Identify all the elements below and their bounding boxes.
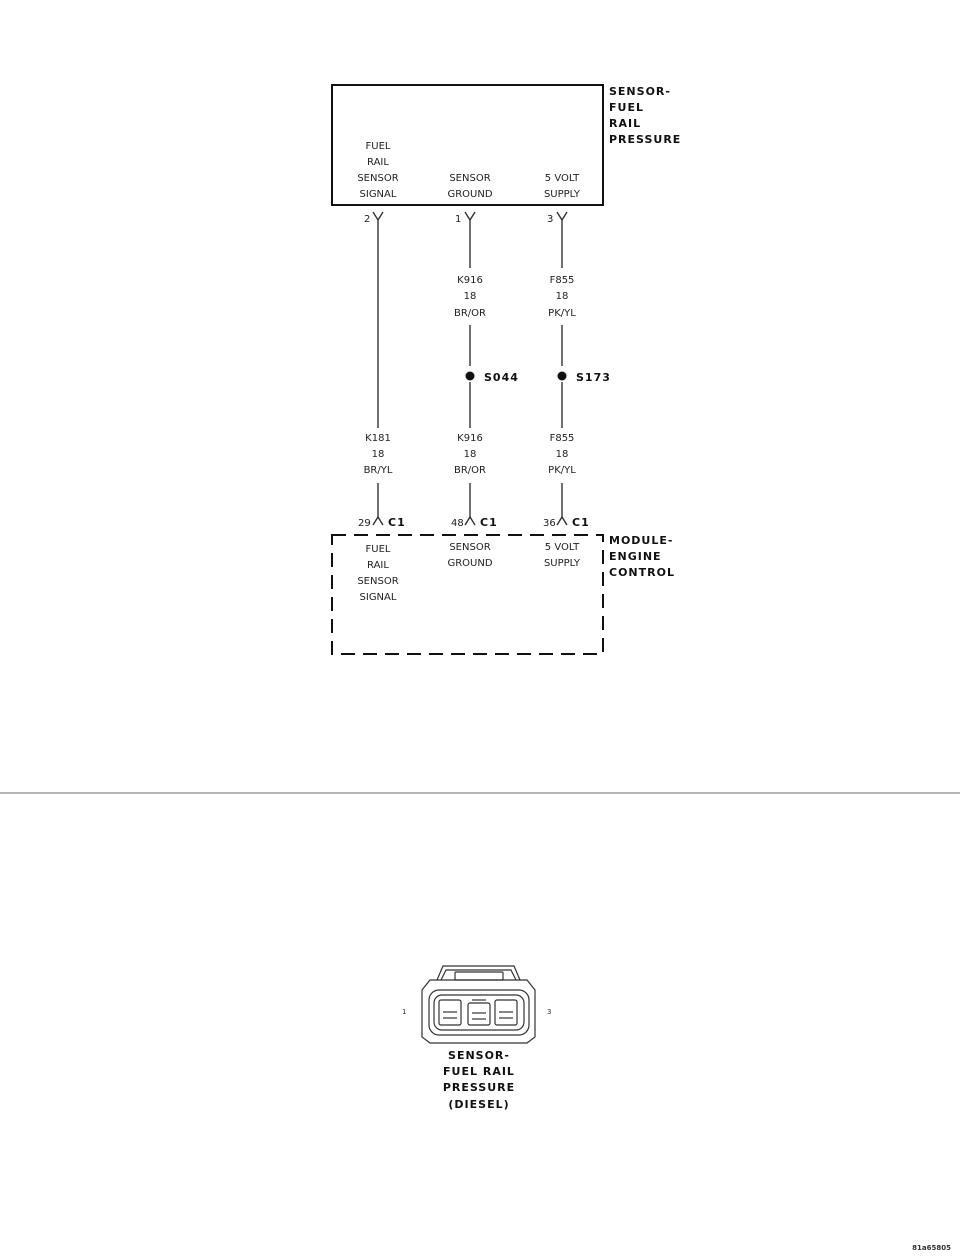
splice-label: S044 [484,371,519,384]
module-pin-label: SUPPLY [544,558,581,569]
splice-dot [465,371,475,381]
wire-label: F855 [550,275,575,286]
connector-face-icon [421,965,536,1044]
connector-caption-line: (DIESEL) [448,1098,509,1111]
sensor-box [331,84,604,206]
module-pin-labels: FUEL RAIL SENSOR SIGNAL SENSOR GROUND 5 … [357,542,581,603]
sensor-pin-label: RAIL [367,157,389,168]
connector-label: C1 [388,516,406,529]
sensor-pin-number: 2 [364,214,370,225]
wire-label: K916 [457,433,483,444]
sensor-title-line: RAIL [609,117,641,130]
sensor-pin-label: 5 VOLT [545,173,580,184]
module-pin-label: RAIL [367,560,389,571]
module-box [331,534,604,655]
connector-caption-line: FUEL RAIL [443,1065,515,1078]
wire-label: K181 [365,433,391,444]
wire-label: 18 [372,449,385,460]
splice-label: S173 [576,371,611,384]
connector-pin-number: 1 [402,1008,406,1016]
module-pin-label: SENSOR [357,576,398,587]
wire-label: 18 [556,449,569,460]
module-pin-number: 48 [451,518,464,529]
lower-wire-labels: K181 18 BR/YL K916 18 BR/OR F855 18 PK/Y… [364,433,577,476]
sensor-pin-labels: FUEL RAIL SENSOR SIGNAL SENSOR GROUND 5 … [357,141,581,200]
connector-label: C1 [572,516,590,529]
connector-pin-number: 3 [547,1008,551,1016]
wire-label: 18 [464,291,477,302]
module-title-line: MODULE- [609,534,673,547]
wire-label: BR/OR [454,465,486,476]
module-pin-label: SIGNAL [360,592,397,603]
terminal-symbol [556,515,568,526]
sensor-title-line: PRESSURE [609,133,681,146]
module-title-line: ENGINE [609,550,662,563]
sensor-pin-label: SENSOR [357,173,398,184]
wire-label: F855 [550,433,575,444]
terminal-symbol [372,211,384,222]
module-pin-number: 29 [358,518,371,529]
module-title-line: CONTROL [609,566,675,579]
sensor-title: SENSOR- FUEL RAIL PRESSURE [609,85,681,146]
connector-caption: SENSOR- FUEL RAIL PRESSURE (DIESEL) [443,1049,515,1111]
connector-caption-line: SENSOR- [448,1049,510,1062]
sensor-pin-label: SIGNAL [360,189,397,200]
sensor-pin-label: SUPPLY [544,189,581,200]
wire-label: 18 [556,291,569,302]
terminal-symbol [464,211,476,222]
module-pin-number: 36 [543,518,556,529]
sensor-pin-label: GROUND [447,189,492,200]
sensor-pin-label: SENSOR [449,173,490,184]
sensor-title-line: SENSOR- [609,85,671,98]
figure-id: 81a65805 [912,1244,951,1252]
connector-label: C1 [480,516,498,529]
terminal-symbol [372,515,384,526]
splice-dot [557,371,567,381]
module-pin-label: SENSOR [449,542,490,553]
module-pin-label: 5 VOLT [545,542,580,553]
wire-label: K916 [457,275,483,286]
wire-label: PK/YL [548,308,576,319]
wire-label: PK/YL [548,465,576,476]
wire-label: BR/OR [454,308,486,319]
upper-wire-labels: K916 18 BR/OR F855 18 PK/YL [454,275,576,319]
terminal-symbol [464,515,476,526]
module-title: MODULE- ENGINE CONTROL [609,534,675,579]
sensor-pin-label: FUEL [366,141,391,152]
sensor-title-line: FUEL [609,101,644,114]
wire-label: 18 [464,449,477,460]
sensor-pin-number: 3 [547,214,553,225]
connector-caption-line: PRESSURE [443,1081,515,1094]
sensor-pin-number: 1 [455,214,461,225]
terminal-symbol [556,211,568,222]
module-pin-label: GROUND [447,558,492,569]
module-pin-label: FUEL [366,544,391,555]
wire-label: BR/YL [364,465,393,476]
